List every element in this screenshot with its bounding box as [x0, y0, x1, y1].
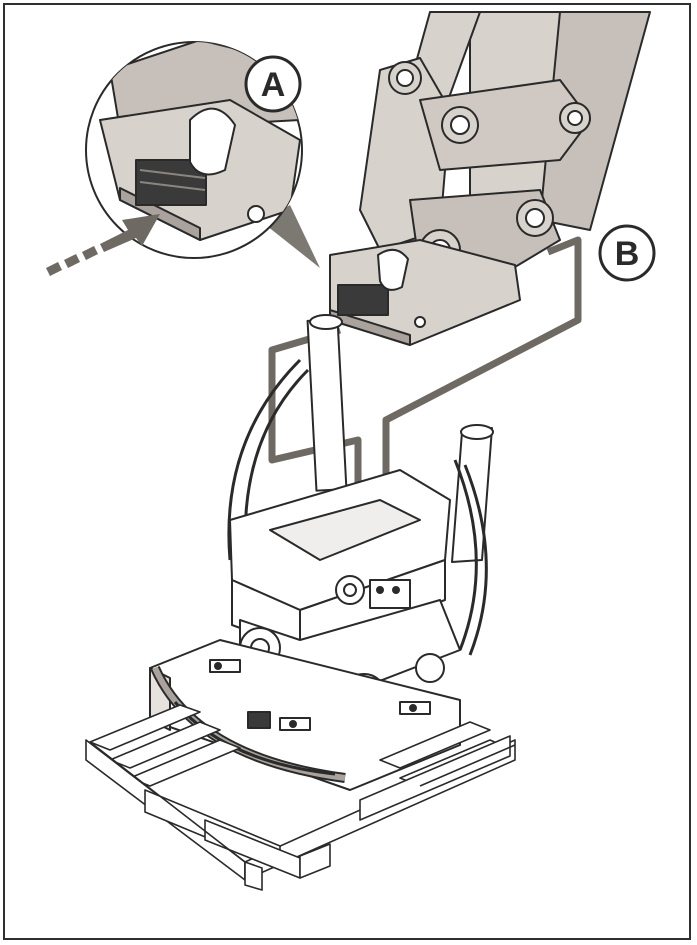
callout-b: B: [598, 224, 656, 282]
tiltrotator: [149, 314, 494, 791]
callout-b-label: B: [615, 235, 640, 273]
callout-a: A: [244, 55, 302, 113]
callout-a-label: A: [261, 66, 286, 104]
insertion-arrow-icon: [46, 214, 160, 276]
pallet: [85, 704, 516, 891]
excavator-arm: [329, 11, 651, 346]
